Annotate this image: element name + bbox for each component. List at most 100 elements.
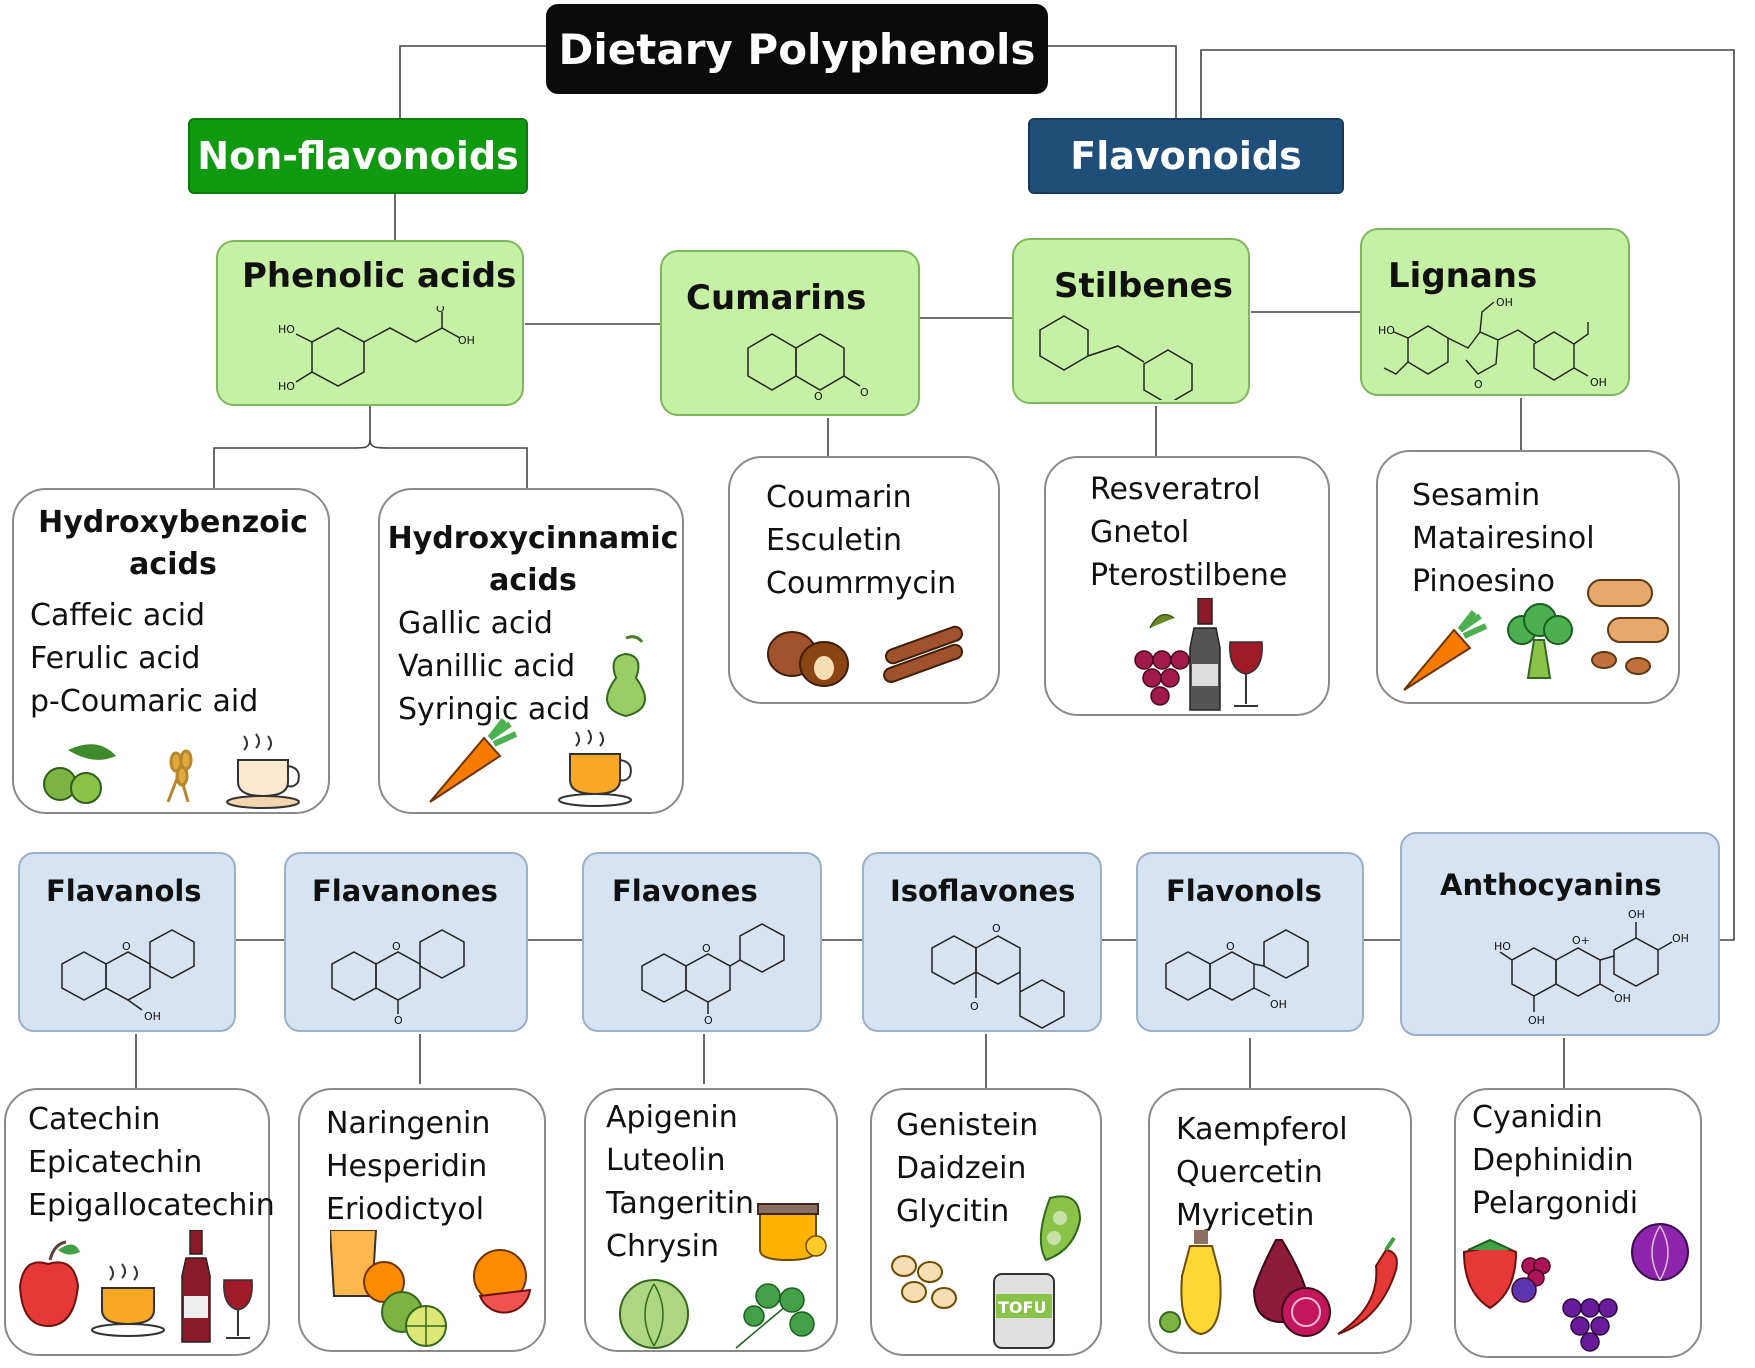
svg-text:O: O [1474,378,1483,391]
wheat-icon [166,749,193,803]
svg-text:OH: OH [1614,992,1631,1005]
isoflavones-node: Isoflavones O O [862,852,1102,1032]
cabbage-icon [619,1279,689,1349]
lignans-node: Lignans HO OH O OH [1360,228,1630,396]
tea-cup-icon [558,729,632,807]
honey-icon [757,1203,827,1262]
food-icons-cumarins [767,625,964,687]
list-item: Hesperidin [326,1149,488,1184]
flavanols-examples: Catechin Epicatechin Epigallocatechin [28,1098,275,1227]
svg-text:HO: HO [278,380,295,393]
food-icons-hydroxycinnamic [429,635,646,807]
lignans-title: Lignans [1388,256,1538,296]
svg-text:O: O [436,306,445,315]
broccoli-icon [1507,603,1573,679]
food-icons-stilbenes [1134,598,1263,711]
svg-text:OH: OH [458,334,475,347]
flavanol-structure: O OH [61,929,195,1022]
stilbene-structure [1039,315,1193,400]
svg-text:O: O [992,922,1001,935]
list-item: Glycitin [896,1194,1010,1229]
svg-text:OH: OH [1496,296,1513,309]
svg-text:OH: OH [1672,932,1689,945]
grape-icon [1134,613,1190,706]
tea-cup-icon [91,1263,165,1337]
food-icons-flavanols [18,1230,253,1343]
raspberry-icon [1511,1257,1551,1303]
anthocyanins-node: Anthocyanins O+ HO OH OH OH OH [1400,832,1720,1036]
flavanones-examples-node: Naringenin Hesperidin Eriodictyol [298,1088,546,1352]
wine-glass-icon [223,1279,253,1339]
svg-text:TOFU: TOFU [998,1298,1046,1317]
list-item: Pinoesino [1412,564,1555,599]
flavonol-structure: O OH [1165,929,1309,1011]
food-icons-anthocyanins [1462,1223,1689,1352]
list-item: Naringenin [326,1106,491,1141]
non-flavonoids-header: Non-flavonoids [188,118,528,194]
flavanone-structure: O O [331,929,465,1026]
svg-text:O+: O+ [1572,934,1590,947]
svg-text:O: O [122,940,131,953]
onion-icon [1252,1239,1331,1337]
flavanols-node: Flavanols O OH [18,852,236,1032]
hydroxybenzoic-acids-node: Hydroxybenzoic acids Caffeic acid Feruli… [12,488,330,814]
food-icons-isoflavones: TOFU [891,1195,1082,1349]
food-icons-hydroxybenzoic [43,733,300,809]
red-cabbage-icon [1631,1223,1689,1281]
olive-icon [43,744,116,804]
cumarins-title: Cumarins [686,278,867,318]
list-item: Dephinidin [1472,1143,1634,1178]
food-icons-flavonols [1159,1230,1398,1337]
list-item: Coumrmycin [766,566,957,601]
anthocyanins-examples: Cyanidin Dephinidin Pelargonidi [1472,1096,1638,1225]
svg-text:OH: OH [1528,1014,1545,1027]
flavones-examples: Apigenin Luteolin Tangeritin Chrysin [606,1096,754,1268]
parsley-icon [735,1283,815,1349]
caffeic-acid-structure: HO HO O OH [278,306,475,393]
svg-text:OH: OH [1590,376,1607,389]
cumarins-examples-node: Coumarin Esculetin Coumrmycin [728,456,1000,704]
apple-icon [18,1240,80,1328]
isoflavones-examples: Genistein Daidzein Glycitin [896,1104,1038,1233]
flavonoids-header: Flavonoids [1028,118,1344,194]
edamame-icon [1039,1195,1082,1262]
hydroxycinnamic-title: Hydroxycinnamic acids [387,521,679,598]
stilbenes-node: Stilbenes [1012,238,1250,404]
list-item: Daidzein [896,1151,1027,1186]
list-item: Esculetin [766,523,902,558]
svg-text:O: O [392,940,401,953]
svg-text:O: O [860,386,869,399]
flavanones-examples: Naringenin Hesperidin Eriodictyol [326,1102,490,1231]
list-item: Luteolin [606,1143,726,1178]
hydroxycinnamic-acids-node: Hydroxycinnamic acids Gallic acid Vanill… [378,488,684,814]
stilbenes-examples-node: Resveratrol Gnetol Pterostilbene [1044,456,1330,716]
wine-bottle-icon [181,1230,211,1343]
svg-text:O: O [394,1014,403,1026]
chestnut-icon [767,631,849,687]
phenolic-acids-title: Phenolic acids [242,256,517,296]
cumarins-examples: Coumarin Esculetin Coumrmycin [766,476,956,605]
flavanols-examples-node: Catechin Epicatechin Epigallocatechin [4,1088,275,1356]
list-item: Coumarin [766,480,912,515]
stilbenes-title: Stilbenes [1054,266,1233,306]
list-item: Cyanidin [1472,1100,1603,1135]
hydroxycinnamic-examples: Gallic acid Vanillic acid Syringic acid [398,602,590,731]
root-title: Dietary Polyphenols [546,4,1048,94]
list-item: Genistein [896,1108,1039,1143]
isoflavones-examples-node: Genistein Daidzein Glycitin TOFU [870,1088,1102,1356]
list-item: Myricetin [1176,1198,1315,1233]
list-item: Pelargonidi [1472,1186,1639,1221]
isoflavones-title: Isoflavones [890,874,1076,908]
flavanones-node: Flavanones O O [284,852,528,1032]
list-item: Sesamin [1412,478,1541,513]
list-item: p-Coumaric aid [30,684,259,719]
list-item: Gnetol [1090,515,1190,550]
anthocyanidin-structure: O+ HO OH OH OH OH [1494,908,1689,1027]
svg-text:OH: OH [144,1010,161,1022]
svg-text:HO: HO [278,323,295,336]
svg-text:O: O [814,390,823,403]
lime-icon [381,1291,447,1347]
lignans-examples: Sesamin Matairesinol Pinoesino [1412,474,1595,603]
list-item: Ferulic acid [30,641,201,676]
